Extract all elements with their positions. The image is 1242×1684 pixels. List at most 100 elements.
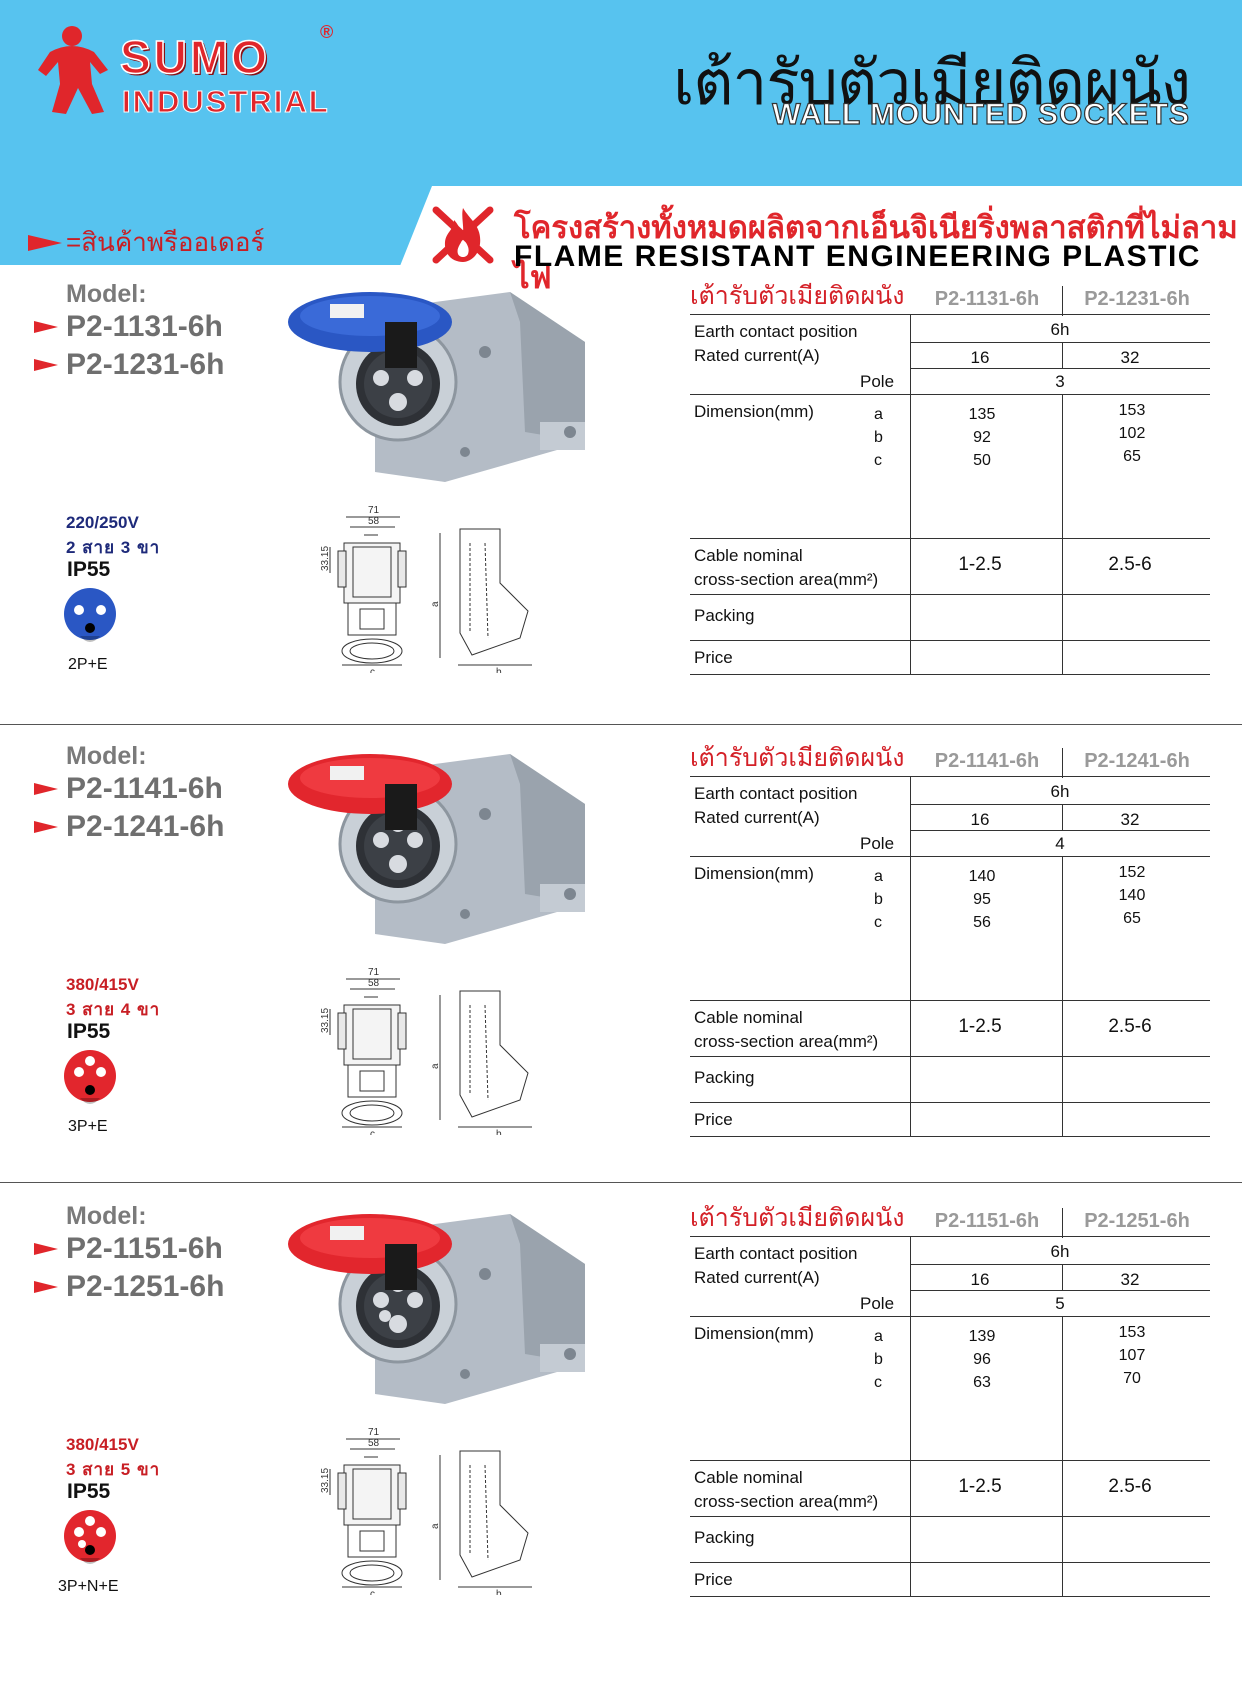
model-number-row: P2-1251-6h (34, 1270, 224, 1304)
rated-current-c1: 16 (970, 810, 990, 829)
dim-c-label: c (874, 1374, 882, 1391)
preorder-arrow-icon (34, 1243, 58, 1255)
rated-current-c2: 32 (1120, 348, 1140, 367)
cable-c2: 2.5-6 (1108, 1016, 1152, 1037)
ip-rating: IP55 (67, 1020, 111, 1043)
earth-contact-value: 6h (1050, 782, 1070, 801)
price-label: Price (694, 1110, 733, 1129)
pole-label: Pole (860, 1294, 895, 1313)
band-text-thai: โครงสร้างทั้งหมดผลิตจากเอ็นจิเนียริ่งพลา… (514, 210, 1238, 295)
dim-c-c1: 63 (973, 1374, 991, 1391)
dim-label-a: a (430, 1063, 441, 1069)
ip-rating: IP55 (67, 558, 111, 581)
dim-b-c1: 96 (973, 1351, 991, 1368)
model-number-row: P2-1141-6h (34, 772, 223, 806)
dim-a-c1: 135 (968, 406, 996, 423)
cable-label-line2: cross-section area(mm²) (694, 1032, 879, 1051)
pole-label: Pole (860, 372, 895, 391)
earth-contact-label: Earth contact position (694, 1244, 858, 1263)
dim-a-c2: 152 (1118, 864, 1146, 881)
product-section: Model: P2-1141-6h P2-1241-6h (0, 730, 1242, 1180)
dim-c-c1: 56 (973, 914, 991, 931)
section-divider (0, 724, 1242, 725)
spec-column-header: P2-1241-6h (1084, 750, 1190, 772)
wire-pin-label: 3 สาย 5 ขา (66, 1460, 161, 1479)
dim-c-c2: 65 (1123, 448, 1141, 465)
no-fire-icon (432, 206, 494, 264)
flame-resistant-band (400, 186, 1242, 266)
dim-label-71: 71 (368, 1427, 380, 1438)
dim-b-c2: 107 (1118, 1347, 1146, 1364)
wall-socket-image (288, 292, 585, 482)
preorder-note: =สินค้าพรีออเดอร์ (28, 222, 265, 263)
cable-label-line1: Cable nominal (694, 546, 803, 565)
dim-b-c2: 140 (1118, 887, 1146, 904)
cable-label-line1: Cable nominal (694, 1008, 803, 1027)
page-title-english: WALL MOUNTED SOCKETS (772, 97, 1190, 131)
cable-c1: 1-2.5 (958, 1476, 1002, 1497)
dim-b-label: b (874, 429, 883, 446)
rated-current-label: Rated current(A) (694, 346, 820, 365)
pole-configuration-label: 2P+E (68, 656, 108, 673)
voltage-label: 380/415V (66, 1435, 139, 1454)
voltage-label: 220/250V (66, 513, 139, 532)
dim-label-a: a (430, 601, 441, 607)
dim-c-c2: 65 (1123, 910, 1141, 927)
dimension-label: Dimension(mm) (694, 864, 814, 883)
packing-label: Packing (694, 1068, 755, 1087)
registered-mark: ® (320, 22, 334, 42)
dim-label-3315: 33.15 (320, 546, 331, 571)
pin-configuration-icon (64, 1050, 116, 1104)
preorder-arrow-icon (34, 821, 58, 833)
dim-b-label: b (874, 891, 883, 908)
cable-c1: 1-2.5 (958, 1016, 1002, 1037)
packing-label: Packing (694, 1528, 755, 1547)
pin-configuration-icon (64, 588, 116, 642)
pole-configuration-label: 3P+E (68, 1118, 108, 1135)
rated-current-label: Rated current(A) (694, 808, 820, 827)
model-number: P2-1151-6h (66, 1232, 223, 1265)
dim-a-c2: 153 (1118, 1324, 1146, 1341)
ip-rating: IP55 (67, 1480, 111, 1503)
pole-value: 4 (1055, 834, 1065, 853)
dim-a-c1: 140 (968, 868, 996, 885)
cable-c1: 1-2.5 (958, 554, 1002, 575)
earth-contact-label: Earth contact position (694, 322, 858, 341)
dim-label-3315: 33.15 (320, 1008, 331, 1033)
product-section: Model: P2-1151-6h P2-1251-6h (0, 1190, 1242, 1640)
brand-subtitle: INDUSTRIAL (122, 84, 330, 120)
model-number: P2-1231-6h (66, 348, 225, 381)
band-text-english: FLAME RESISTANT ENGINEERING PLASTIC (514, 240, 1201, 273)
model-number-row: P2-1231-6h (34, 348, 224, 382)
cable-c2: 2.5-6 (1108, 1476, 1152, 1497)
spec-table-title: เต้ารับตัวเมียติดผนัง (690, 282, 905, 310)
dim-b-c2: 102 (1118, 425, 1146, 442)
earth-contact-value: 6h (1050, 320, 1070, 339)
spec-column-header: P2-1131-6h (934, 288, 1040, 310)
wire-pin-label: 2 สาย 3 ขา (66, 538, 161, 557)
rated-current-label: Rated current(A) (694, 1268, 820, 1287)
preorder-arrow-icon (28, 234, 62, 251)
rated-current-c2: 32 (1120, 1270, 1140, 1289)
preorder-arrow-icon (34, 783, 58, 795)
dim-b-c1: 92 (973, 429, 991, 446)
dim-a-label: a (874, 868, 883, 885)
dimension-drawing: 71 58 33.15 a b c (320, 505, 532, 673)
dim-a-c2: 153 (1118, 402, 1146, 419)
model-label: Model: (66, 280, 147, 308)
dimension-drawing: 71 58 33.15 a b c (320, 1427, 532, 1595)
dim-label-c: c (370, 1589, 375, 1595)
spec-table-title: เต้ารับตัวเมียติดผนัง (690, 744, 905, 772)
price-label: Price (694, 648, 733, 667)
model-number-row: P2-1131-6h (34, 310, 223, 344)
page-title-thai: เต้ารับตัวเมียติดผนัง (673, 49, 1191, 118)
dim-label-3315: 33.15 (320, 1468, 331, 1493)
dim-b-label: b (874, 1351, 883, 1368)
preorder-note-text: =สินค้าพรีออเดอร์ (66, 227, 265, 257)
model-label: Model: (66, 742, 147, 770)
dim-a-label: a (874, 1328, 883, 1345)
preorder-arrow-icon (34, 321, 58, 333)
wall-socket-image (288, 754, 585, 944)
dim-c-label: c (874, 914, 882, 931)
dim-label-b: b (496, 1129, 502, 1135)
